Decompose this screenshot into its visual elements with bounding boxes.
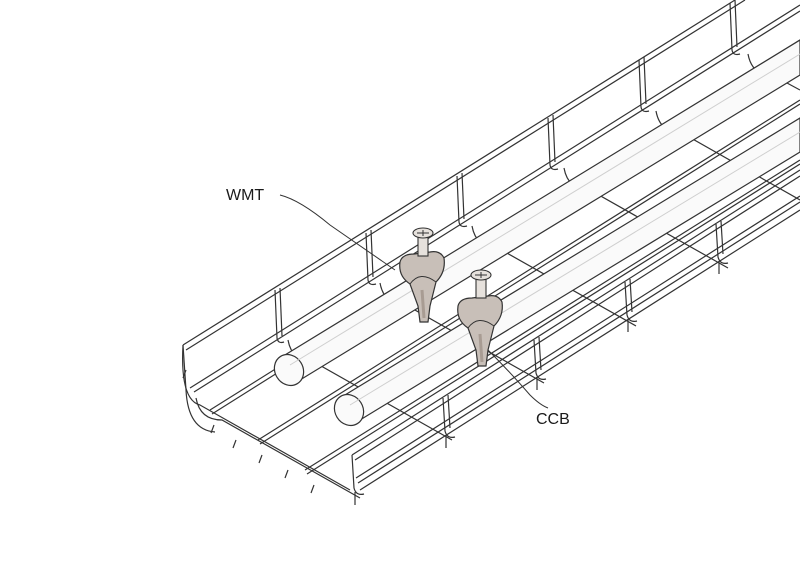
cable-tube-upper bbox=[273, 39, 800, 387]
tray-back-wall bbox=[182, 0, 800, 393]
ccb-callout-label: CCB bbox=[536, 411, 570, 428]
leader-lines bbox=[279, 194, 549, 409]
wmt-callout-label: WMT bbox=[226, 187, 264, 204]
tray-front-wall bbox=[182, 169, 800, 505]
cable-tube-lower bbox=[333, 117, 800, 427]
cable-clamp-lower bbox=[457, 269, 503, 367]
wmt-leader-line bbox=[279, 194, 396, 271]
ccb-leader-line bbox=[487, 349, 549, 409]
cable-clamp-upper bbox=[399, 227, 445, 323]
